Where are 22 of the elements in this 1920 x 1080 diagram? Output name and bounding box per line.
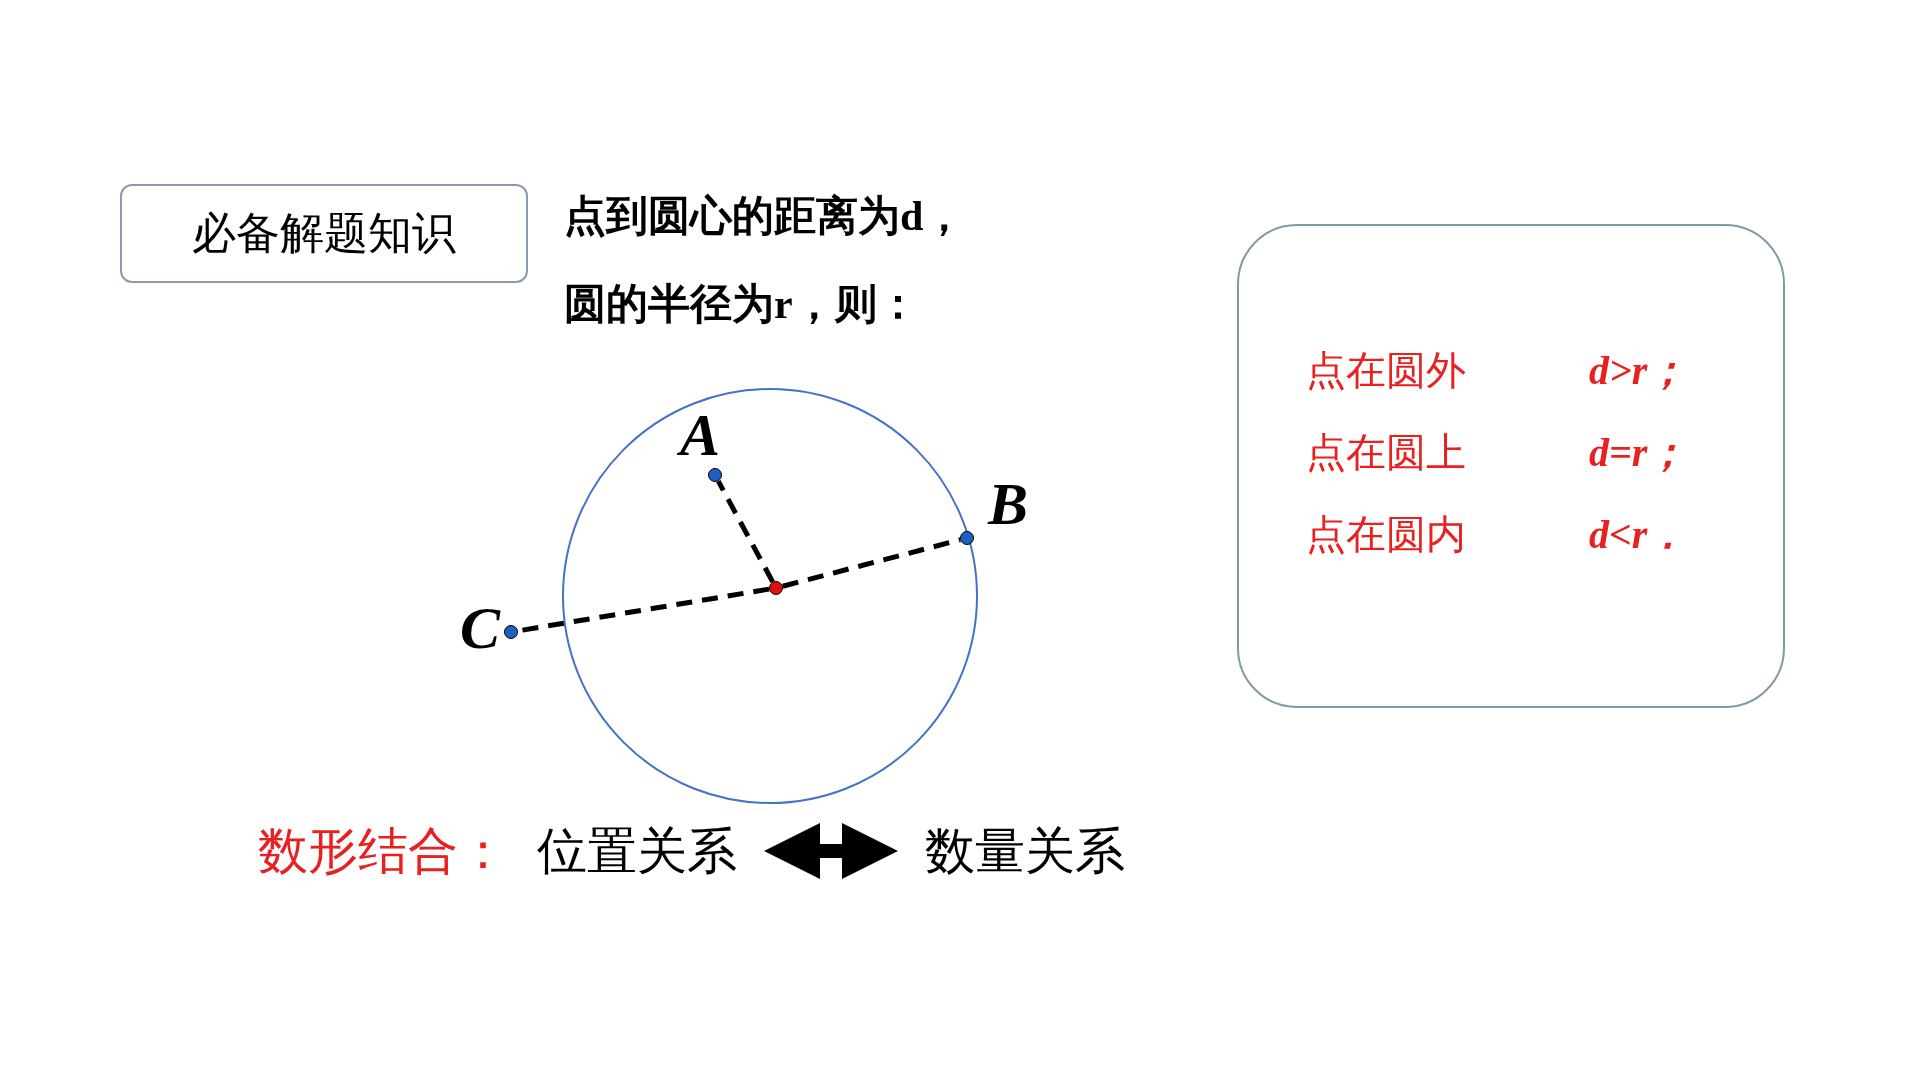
position-text: 点在圆内 (1306, 511, 1466, 559)
relation-text: 数量关系 (920, 820, 1130, 882)
point-dot (960, 531, 974, 545)
topic-label: 数形结合： (258, 822, 509, 881)
heading-text: 必备解题知识 (192, 208, 456, 260)
condition-formula: d>r； (1589, 347, 1688, 395)
point-label: B (988, 474, 1029, 534)
intro-text: 点到圆心的距离为d，圆的半径为r，则： (564, 192, 967, 329)
dashed-line (782, 537, 961, 589)
point-dot (504, 625, 518, 639)
point-dot (708, 468, 722, 482)
position-text: 点在圆外 (1306, 347, 1466, 395)
dashed-line (716, 479, 775, 584)
relation-text: 位置关系 (532, 820, 742, 882)
point-label: C (460, 598, 501, 658)
double-arrow (764, 823, 898, 879)
heading-box (120, 184, 528, 283)
condition-formula: d=r； (1589, 429, 1688, 477)
condition-formula: d<r． (1589, 511, 1688, 559)
rule-panel (1237, 224, 1785, 708)
point-dot (769, 581, 783, 595)
position-text: 点在圆上 (1306, 429, 1466, 477)
